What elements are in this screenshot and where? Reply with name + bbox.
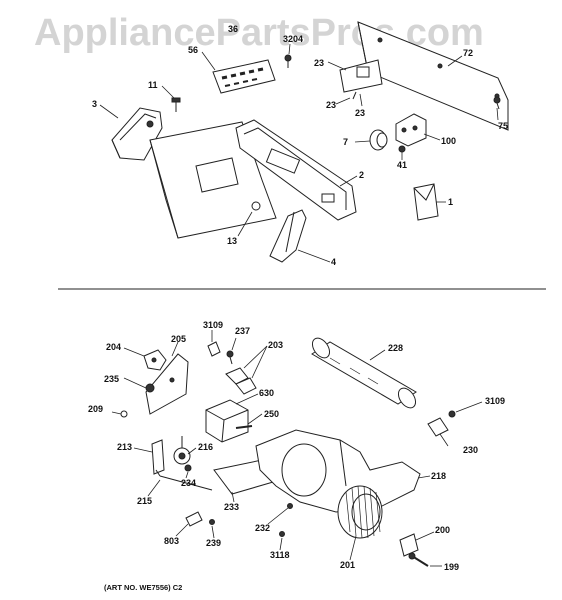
callout-72: 72 (463, 48, 474, 58)
callout-23a: 23 (314, 58, 325, 68)
part-100-timer (395, 113, 427, 147)
callout-216: 216 (198, 442, 214, 452)
leader-lines-bottom (111, 330, 483, 567)
callout-237: 237 (235, 326, 251, 336)
callout-1: 1 (448, 197, 454, 207)
part-56-switch-panel (212, 59, 276, 94)
callout-250: 250 (264, 409, 280, 419)
callout-13: 13 (227, 236, 238, 246)
part-199-bolt (408, 552, 429, 567)
part-205-bracket (145, 353, 189, 415)
part-3118-screw (279, 531, 285, 537)
part-237-screw (226, 350, 234, 365)
part-11-screw (171, 97, 181, 112)
part-41-clip (398, 145, 406, 153)
part-228-duct (311, 337, 417, 409)
part-3204-screw (284, 54, 292, 68)
part-23-bracket (339, 59, 383, 100)
part-630-switch (205, 399, 253, 443)
callout-215: 215 (137, 496, 153, 506)
part-4-endcap (269, 209, 307, 263)
part-803-connector (185, 511, 203, 527)
callout-36: 36 (228, 24, 239, 34)
callout-205: 205 (171, 334, 187, 344)
part-213-rod (151, 439, 165, 475)
part-232-screw (287, 503, 293, 509)
part-235-screw (145, 383, 155, 393)
part-3109-right (448, 410, 456, 418)
callout-199: 199 (444, 562, 460, 572)
part-204-clip (143, 349, 167, 371)
callout-230: 230 (463, 445, 479, 455)
part-200-bracket (399, 533, 419, 557)
callout-234: 234 (181, 478, 197, 488)
callout-200: 200 (435, 525, 451, 535)
callout-213: 213 (117, 442, 133, 452)
leader-lines-top (99, 43, 499, 263)
callout-803: 803 (164, 536, 180, 546)
part-239-screw (209, 519, 215, 525)
part-218-housing (255, 429, 421, 513)
callout-203: 203 (268, 340, 284, 350)
part-7-knob (369, 129, 388, 151)
part-230-clamp (427, 417, 449, 437)
callout-41: 41 (397, 160, 408, 170)
part-215-rod (155, 469, 213, 491)
part-2-frame (235, 119, 357, 221)
callout-630: 630 (259, 388, 275, 398)
part-209-grommet (120, 410, 128, 418)
part-3-endcap (111, 107, 163, 161)
callout-3118: 3118 (270, 550, 290, 560)
callout-75: 75 (498, 121, 509, 131)
part-201-blower-wheel (337, 485, 383, 539)
callout-239: 239 (206, 538, 222, 548)
callout-3: 3 (92, 99, 98, 109)
callout-56: 56 (188, 45, 199, 55)
part-72-backsplash (357, 21, 509, 131)
part-234-nut (184, 464, 192, 472)
callout-228: 228 (388, 343, 404, 353)
part-75-screw (493, 96, 501, 110)
callout-4: 4 (331, 257, 337, 267)
part-216-pulley (173, 436, 191, 465)
callout-3109-right: 3109 (485, 396, 506, 406)
part-1-tag (413, 183, 439, 221)
callout-233: 233 (224, 502, 240, 512)
art-number-caption: (ART NO. WE7556) C2 (104, 583, 183, 592)
callout-7: 7 (343, 137, 349, 147)
callout-3204: 3204 (283, 34, 304, 44)
callout-23c: 23 (355, 108, 366, 118)
callout-232: 232 (255, 523, 271, 533)
callout-2: 2 (359, 170, 365, 180)
callout-100: 100 (441, 136, 457, 146)
callout-23b: 23 (326, 100, 337, 110)
callout-201: 201 (340, 560, 356, 570)
callout-204: 204 (106, 342, 122, 352)
callout-209: 209 (88, 404, 104, 414)
callout-11: 11 (148, 80, 158, 90)
callout-235: 235 (104, 374, 120, 384)
part-203-clips (225, 367, 257, 395)
callout-218: 218 (431, 471, 447, 481)
callout-3109-left: 3109 (203, 320, 224, 330)
part-3109-left (207, 341, 221, 357)
